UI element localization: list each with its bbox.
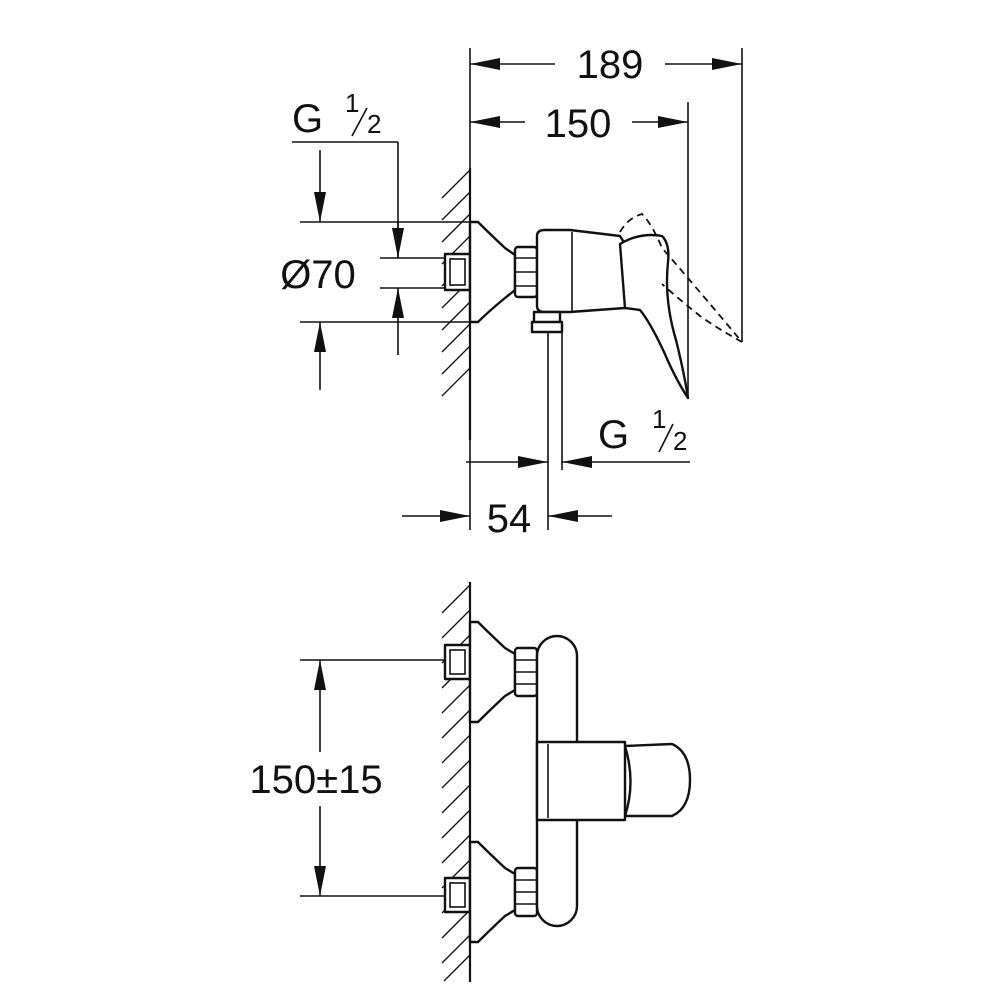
outlet-thread-base: G xyxy=(598,413,629,457)
wall-plate-diameter-label: Ø70 xyxy=(280,253,356,297)
overall-depth-label: 189 xyxy=(577,43,644,87)
inlet-thread-label: G 1 2 xyxy=(292,88,381,141)
wall-hatch-top xyxy=(441,168,472,440)
outlet-thread-label: G 1 2 xyxy=(598,404,687,457)
inlet-spacing-label: 150±15 xyxy=(249,758,382,802)
inlet-thread-denominator: 2 xyxy=(367,109,381,139)
outlet-offset-label: 54 xyxy=(487,497,532,541)
outlet-thread-numerator: 1 xyxy=(652,404,666,434)
side-view: 189 150 G 1 2 Ø70 xyxy=(280,43,743,541)
wall-hatch-bottom xyxy=(441,582,472,982)
inlet-thread-numerator: 1 xyxy=(345,88,359,118)
plan-view: 150±15 xyxy=(249,582,692,982)
lever-depth-label: 150 xyxy=(545,102,612,146)
inlet-thread-base: G xyxy=(292,97,323,141)
outlet-thread-denominator: 2 xyxy=(673,426,687,456)
